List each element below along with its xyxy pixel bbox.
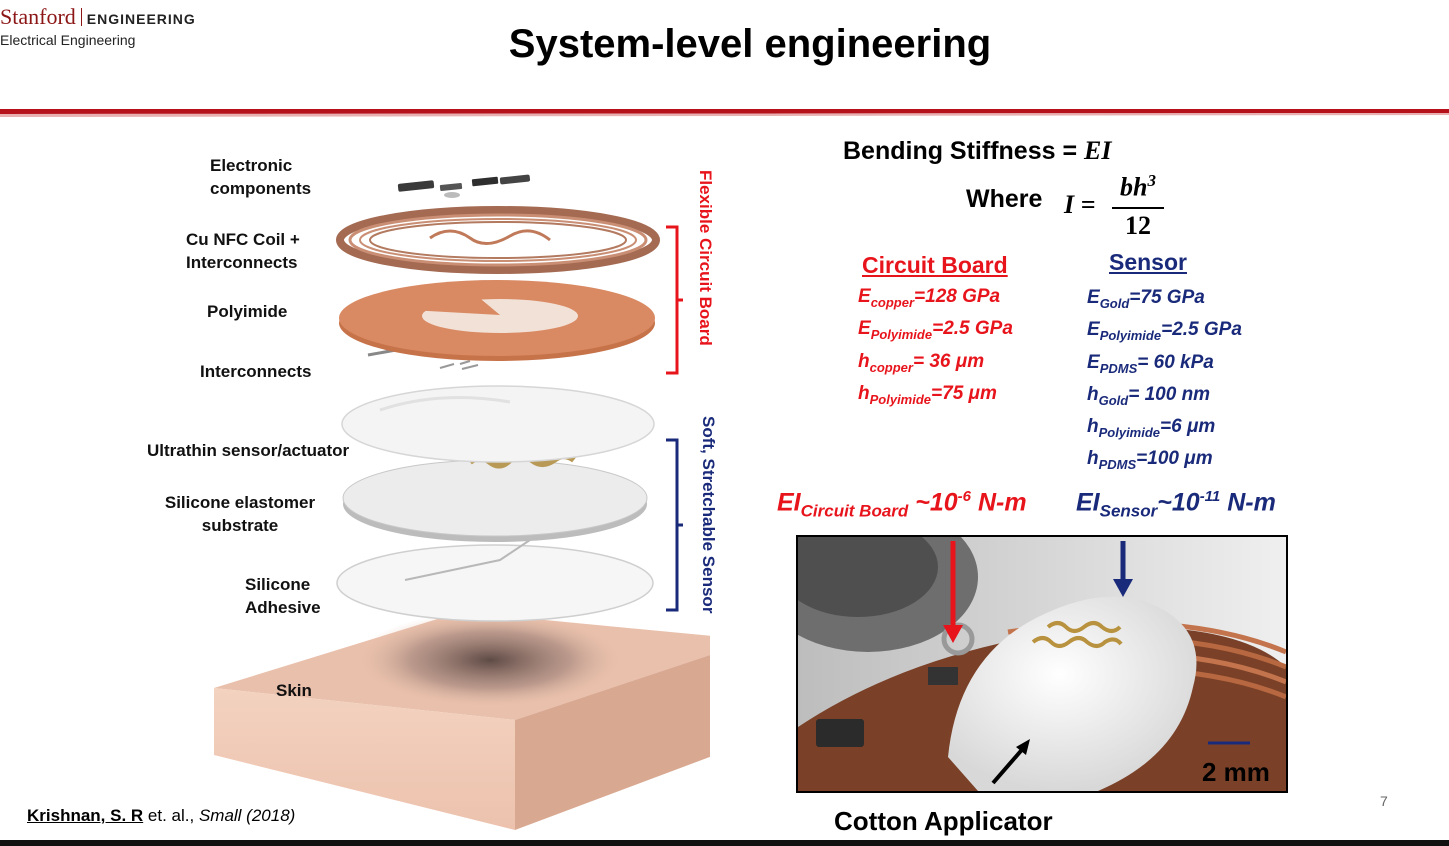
cu-coil-layer [336,206,660,274]
circuit-param-row: hPolyimide=75 μm [858,382,997,407]
ei-sensor: EISensor~10-11 N-m [1076,488,1276,521]
citation-journal: Small (2018) [198,806,296,825]
circuit-param-row: EPolyimide=2.5 GPa [858,318,1013,343]
label-silicone-adhesive: Silicone Adhesive [245,575,321,617]
bending-label: Bending Stiffness = [843,137,1078,165]
ei-circuit-board: EICircuit Board ~10-6 N-m [777,488,1027,521]
label-silicone-substrate: Silicone elastomer substrate [164,493,316,535]
fraction-numerator: bh [1120,172,1148,202]
label-interconnects: Interconnects [200,362,312,381]
sensor-heading: Sensor [1109,249,1187,275]
circuit-param-row: Ecopper=128 GPa [858,286,1001,310]
fraction-exponent: 3 [1147,171,1156,190]
scale-bar-label: 2 mm [1202,757,1270,787]
logo-name: Stanford [0,4,76,29]
label-electronic-components: Electronic components [210,156,312,198]
bending-symbol: EI [1084,136,1112,165]
flexible-circuit-board-label: Flexible Circuit Board [696,170,715,346]
sensor-param-row: EPDMS= 60 kPa [1087,351,1214,376]
sensor-params: EGold=75 GPa EPolyimide=2.5 GPa EPDMS= 6… [1087,285,1242,479]
citation: Krishnan, S. R et. al., Small (2018) [27,806,295,826]
sensor-param-row: EGold=75 GPa [1087,287,1205,311]
stanford-logo: Stanford ENGINEERING Electrical Engineeri… [0,4,196,48]
adhesive-layer [336,539,654,622]
device-photo-drawing [798,537,1286,791]
substrate-layer [342,459,648,542]
slide-title: System-level engineering [508,22,992,66]
bending-stiffness-formula: Bending Stiffness = EI [843,136,1111,166]
citation-author: Krishnan, S. R [27,806,144,825]
sensor-param-row: hGold= 100 nm [1087,383,1211,408]
bottom-bar [0,840,1449,846]
soft-stretchable-sensor-label: Soft, Stretchable Sensor [699,416,718,614]
label-skin: Skin [276,681,312,700]
sensor-param-row: hPolyimide=6 μm [1087,416,1216,440]
device-photo: 2 mm [796,535,1288,793]
layer-stack-diagram [214,174,710,830]
circuit-board-params: Ecopper=128 GPa EPolyimide=2.5 GPa hcopp… [858,284,1013,413]
label-cu-nfc-coil: Cu NFC Coil + Interconnects [186,230,300,272]
bracket-lines [666,225,683,612]
logo-department: Electrical Engineering [0,32,136,48]
page-number: 7 [1380,793,1388,809]
citation-rest: et. al., [143,806,199,825]
skin-block [214,612,710,830]
i-symbol: I = [1064,190,1096,219]
header-divider [0,109,1449,117]
circuit-param-row: hcopper= 36 μm [858,350,985,375]
circuit-board-heading: Circuit Board [862,252,1008,278]
polyimide-layer [339,280,655,361]
sensor-param-row: hPDMS=100 μm [1087,448,1213,473]
fraction-denominator: 12 [1125,210,1151,240]
electronic-components [397,174,531,198]
cotton-applicator-label: Cotton Applicator [834,806,1053,836]
moment-fraction: bh3 12 [1112,166,1164,241]
label-polyimide: Polyimide [207,302,288,321]
interconnect-layer [341,348,655,463]
label-ultrathin-sensor: Ultrathin sensor/actuator [147,441,350,460]
logo-school: ENGINEERING [86,11,196,27]
sensor-param-row: EPolyimide=2.5 GPa [1087,319,1242,344]
where-label: Where [966,185,1043,213]
